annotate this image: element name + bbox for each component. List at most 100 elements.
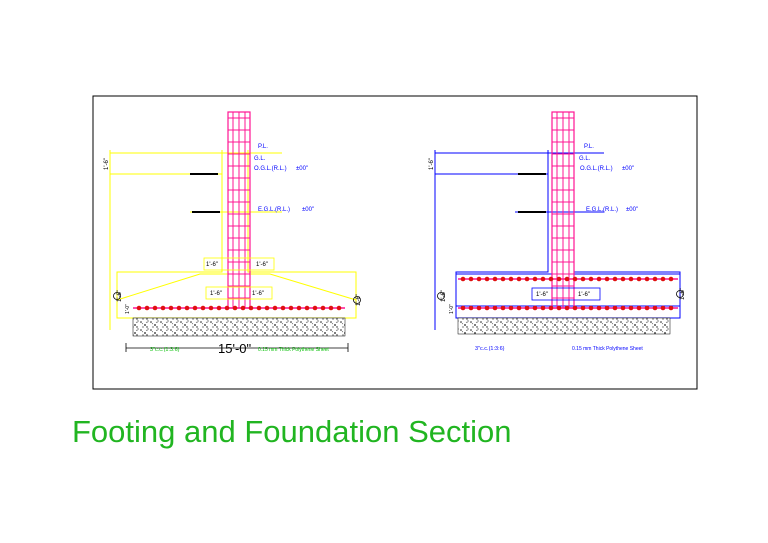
rebar-dot <box>152 305 158 311</box>
right-column-ties <box>552 117 574 299</box>
left-dim-vert-top: 1'-6" <box>104 158 110 170</box>
rebar-dot <box>532 305 538 311</box>
rebar-dot <box>468 276 474 282</box>
rebar-dot <box>296 305 302 311</box>
rebar-dot <box>668 305 674 311</box>
rebar-dot <box>532 276 538 282</box>
left-footing-outline <box>116 150 357 319</box>
right-dim-vert-top: 1'-6" <box>429 158 435 170</box>
rebar-dot <box>660 276 666 282</box>
rebar-dot <box>192 305 198 311</box>
rebar-dot <box>652 276 658 282</box>
rebar-dot <box>256 305 262 311</box>
rebar-dot <box>468 305 474 311</box>
right-dim-side-right: 1'-6" <box>680 288 686 300</box>
left-dim-base-right: 1'-6" <box>252 291 264 297</box>
right-level-egl: E.G.L.(R.L.) <box>586 207 618 213</box>
rebar-dot <box>556 305 562 311</box>
left-dim-side-right: 1'-6" <box>356 294 362 306</box>
rebar-dot <box>508 305 514 311</box>
rebar-dot <box>484 305 490 311</box>
right-rebar-dots-top <box>460 276 674 282</box>
rebar-dot <box>264 305 270 311</box>
rebar-dot <box>564 276 570 282</box>
rebar-dot <box>524 276 530 282</box>
drawing-caption: Footing and Foundation Section <box>72 414 512 449</box>
rebar-dot <box>644 305 650 311</box>
left-dim-width: 15'-0" <box>218 341 252 356</box>
rebar-dot <box>524 305 530 311</box>
left-marker-right <box>353 296 361 304</box>
rebar-dot <box>168 305 174 311</box>
rebar-dot <box>604 305 610 311</box>
left-note-sheet: 0.15 mm Thick Polythene Sheet <box>258 347 329 353</box>
rebar-dot <box>272 305 278 311</box>
right-dim-side-small: 1'-0" <box>449 304 455 314</box>
left-dim-box-lower <box>205 286 273 300</box>
right-level-top: P.L. <box>584 144 594 150</box>
left-level-egl: E.G.L.(R.L.) <box>258 207 290 213</box>
rebar-dot <box>572 305 578 311</box>
right-marker-right <box>676 290 684 298</box>
left-level-ogl: O.G.L.(R.L.) <box>254 166 287 172</box>
left-dim-pedestal-right: 1'-6" <box>256 262 268 268</box>
rebar-dot <box>500 305 506 311</box>
right-level-ogl: O.G.L.(R.L.) <box>580 166 613 172</box>
rebar-dot <box>580 305 586 311</box>
rebar-dot <box>484 276 490 282</box>
rebar-dot <box>588 305 594 311</box>
rebar-dot <box>604 276 610 282</box>
left-note-pcc: 3"c.c.(1:3:6) <box>150 347 180 353</box>
rebar-dot <box>280 305 286 311</box>
rebar-dot <box>580 276 586 282</box>
rebar-dot <box>612 305 618 311</box>
left-section: P.L. G.L. O.G.L.(R.L.) ±00" E.G.L.(R.L.)… <box>104 111 362 356</box>
rebar-dot <box>476 305 482 311</box>
rebar-dot <box>336 305 342 311</box>
right-dim-base-right: 1'-6" <box>578 292 590 298</box>
rebar-dot <box>636 305 642 311</box>
rebar-dot <box>248 305 254 311</box>
rebar-dot <box>620 276 626 282</box>
right-level-ogl-value: ±00" <box>622 166 634 172</box>
rebar-dot <box>312 305 318 311</box>
rebar-dot <box>476 276 482 282</box>
rebar-dot <box>288 305 294 311</box>
rebar-dot <box>660 305 666 311</box>
rebar-dot <box>548 305 554 311</box>
left-column-ties <box>228 117 250 299</box>
right-gravel-bed <box>457 317 671 335</box>
left-marker-left <box>113 292 121 300</box>
rebar-dot <box>628 276 634 282</box>
rebar-dot <box>516 305 522 311</box>
rebar-dot <box>572 276 578 282</box>
right-dim-box <box>531 287 601 301</box>
right-dim-base-left: 1'-6" <box>536 292 548 298</box>
rebar-dot <box>620 305 626 311</box>
rebar-dot <box>200 305 206 311</box>
right-footing-outline <box>455 150 681 319</box>
rebar-dot <box>540 305 546 311</box>
rebar-dot <box>208 305 214 311</box>
drawing-frame <box>92 95 698 390</box>
rebar-dot <box>492 276 498 282</box>
rebar-dot <box>556 276 562 282</box>
right-level-egl-value: ±00" <box>626 207 638 213</box>
rebar-dot <box>644 276 650 282</box>
rebar-dot <box>500 276 506 282</box>
left-rebar-dots <box>136 305 342 311</box>
right-note-pcc: 3"c.c.(1:3:6) <box>475 346 505 352</box>
rebar-dot <box>492 305 498 311</box>
right-rebar-dots-bottom <box>460 305 674 311</box>
left-level-ogl-value: ±00" <box>296 166 308 172</box>
rebar-dot <box>232 305 238 311</box>
rebar-dot <box>136 305 142 311</box>
rebar-dot <box>588 276 594 282</box>
rebar-dot <box>652 305 658 311</box>
left-dim-side-left: 1'-6" <box>117 290 123 302</box>
rebar-dot <box>596 305 602 311</box>
left-gravel-bed <box>132 317 346 337</box>
rebar-dot <box>160 305 166 311</box>
rebar-dot <box>548 276 554 282</box>
